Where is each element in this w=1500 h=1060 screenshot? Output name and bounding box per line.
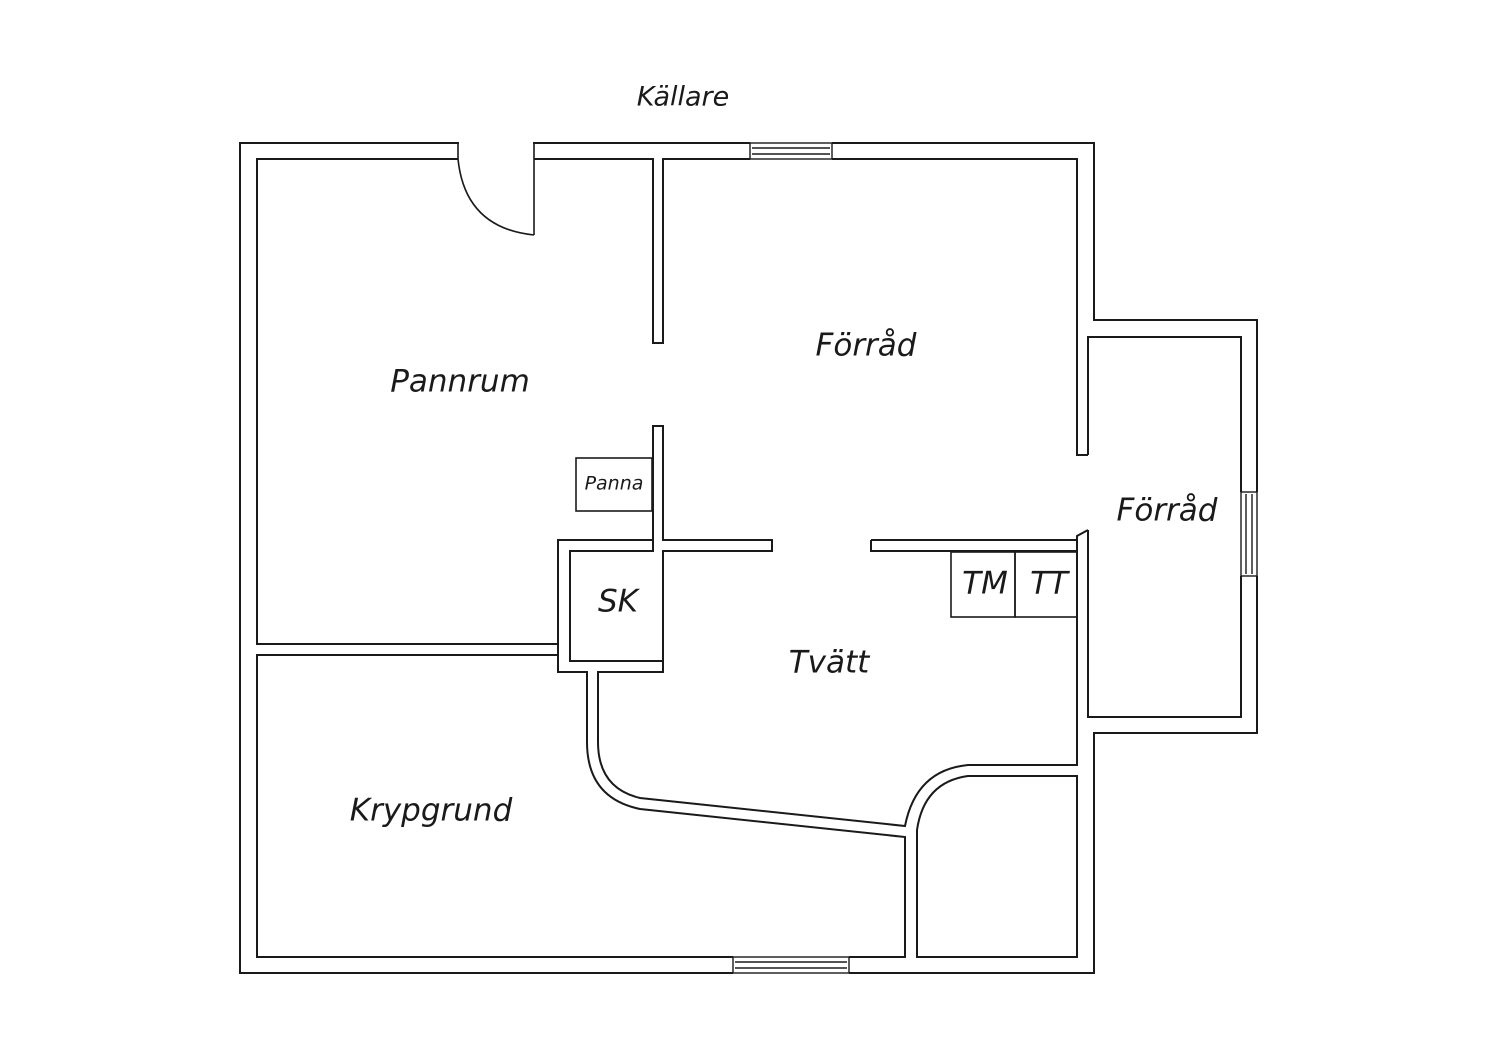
window-right-pane	[1245, 494, 1253, 574]
window-top	[749, 142, 833, 160]
door-opening	[459, 142, 533, 160]
closet-wall	[916, 775, 1078, 958]
window-right-gap	[1240, 492, 1258, 576]
pannrum-wall	[256, 158, 773, 662]
window-right	[1240, 491, 1258, 577]
window-top-pane	[752, 147, 830, 155]
window-bottom-gap	[733, 956, 849, 974]
tt-label: TT	[1030, 566, 1070, 602]
plan-title: Källare	[637, 82, 730, 113]
tt-box	[1014, 551, 1078, 618]
room-label-forrad-main: Förråd	[816, 328, 917, 364]
room-label-forrad-side: Förråd	[1117, 493, 1218, 529]
outer-wall-outer-edge	[239, 142, 1258, 974]
room-label-tvatt: Tvätt	[789, 645, 871, 681]
window-top-gap	[750, 142, 832, 160]
room-label-pannrum: Pannrum	[390, 364, 530, 400]
room-label-krypgrund: Krypgrund	[350, 793, 513, 829]
door-swing-arc	[457, 158, 535, 236]
room-label-sk: SK	[598, 584, 641, 620]
window-bottom-pane	[735, 961, 847, 969]
forrad-main-wall	[534, 158, 1088, 456]
krypgrund-wall	[256, 644, 906, 958]
panna-label: Panna	[585, 473, 644, 495]
window-bottom	[732, 956, 850, 974]
panna-box	[575, 457, 653, 512]
tm-label: TM	[962, 566, 1008, 602]
tvatt-wall	[597, 529, 1089, 828]
